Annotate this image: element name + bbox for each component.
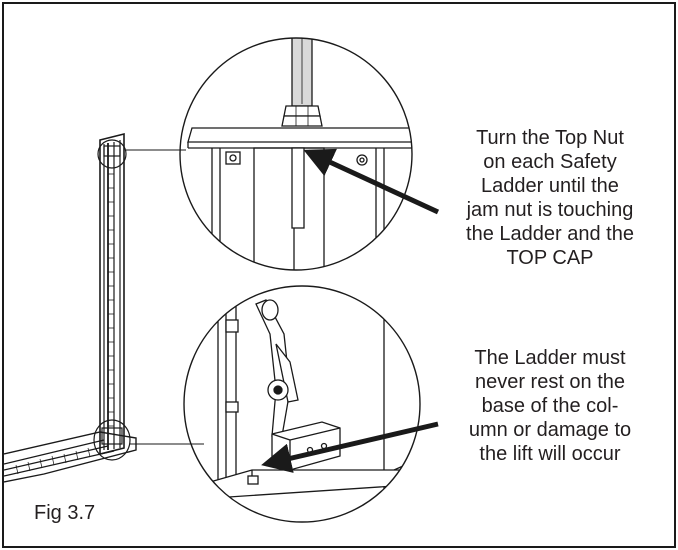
top-callout-arrow — [303, 148, 440, 215]
bottom-detail-view — [183, 285, 421, 523]
instruction-line: TOP CAP — [506, 247, 594, 269]
warning-line: never rest on the — [474, 371, 626, 393]
instruction-line: Ladder until the — [481, 175, 619, 197]
instruction-line: the Ladder and the — [466, 223, 634, 245]
instruction-line: Turn the Top Nut — [476, 127, 624, 149]
column-overview — [4, 132, 204, 483]
instruction-line: jam nut is touching — [466, 199, 634, 221]
top-detail-view — [179, 37, 413, 271]
lift-column-diagram — [4, 37, 440, 523]
warning-line: base of the col- — [481, 395, 619, 417]
warning-line: the lift will occur — [479, 443, 621, 465]
instruction-line: on each Safety — [483, 151, 617, 173]
top-nut-instruction: Turn the Top Nut on each Safety Ladder u… — [432, 126, 668, 270]
warning-line: The Ladder must — [474, 347, 626, 369]
figure-label: Fig 3.7 — [34, 502, 96, 524]
ladder-warning: The Ladder must never rest on the base o… — [432, 346, 668, 466]
warning-line: umn or damage to — [468, 419, 632, 441]
bottom-callout-arrow — [261, 421, 439, 473]
